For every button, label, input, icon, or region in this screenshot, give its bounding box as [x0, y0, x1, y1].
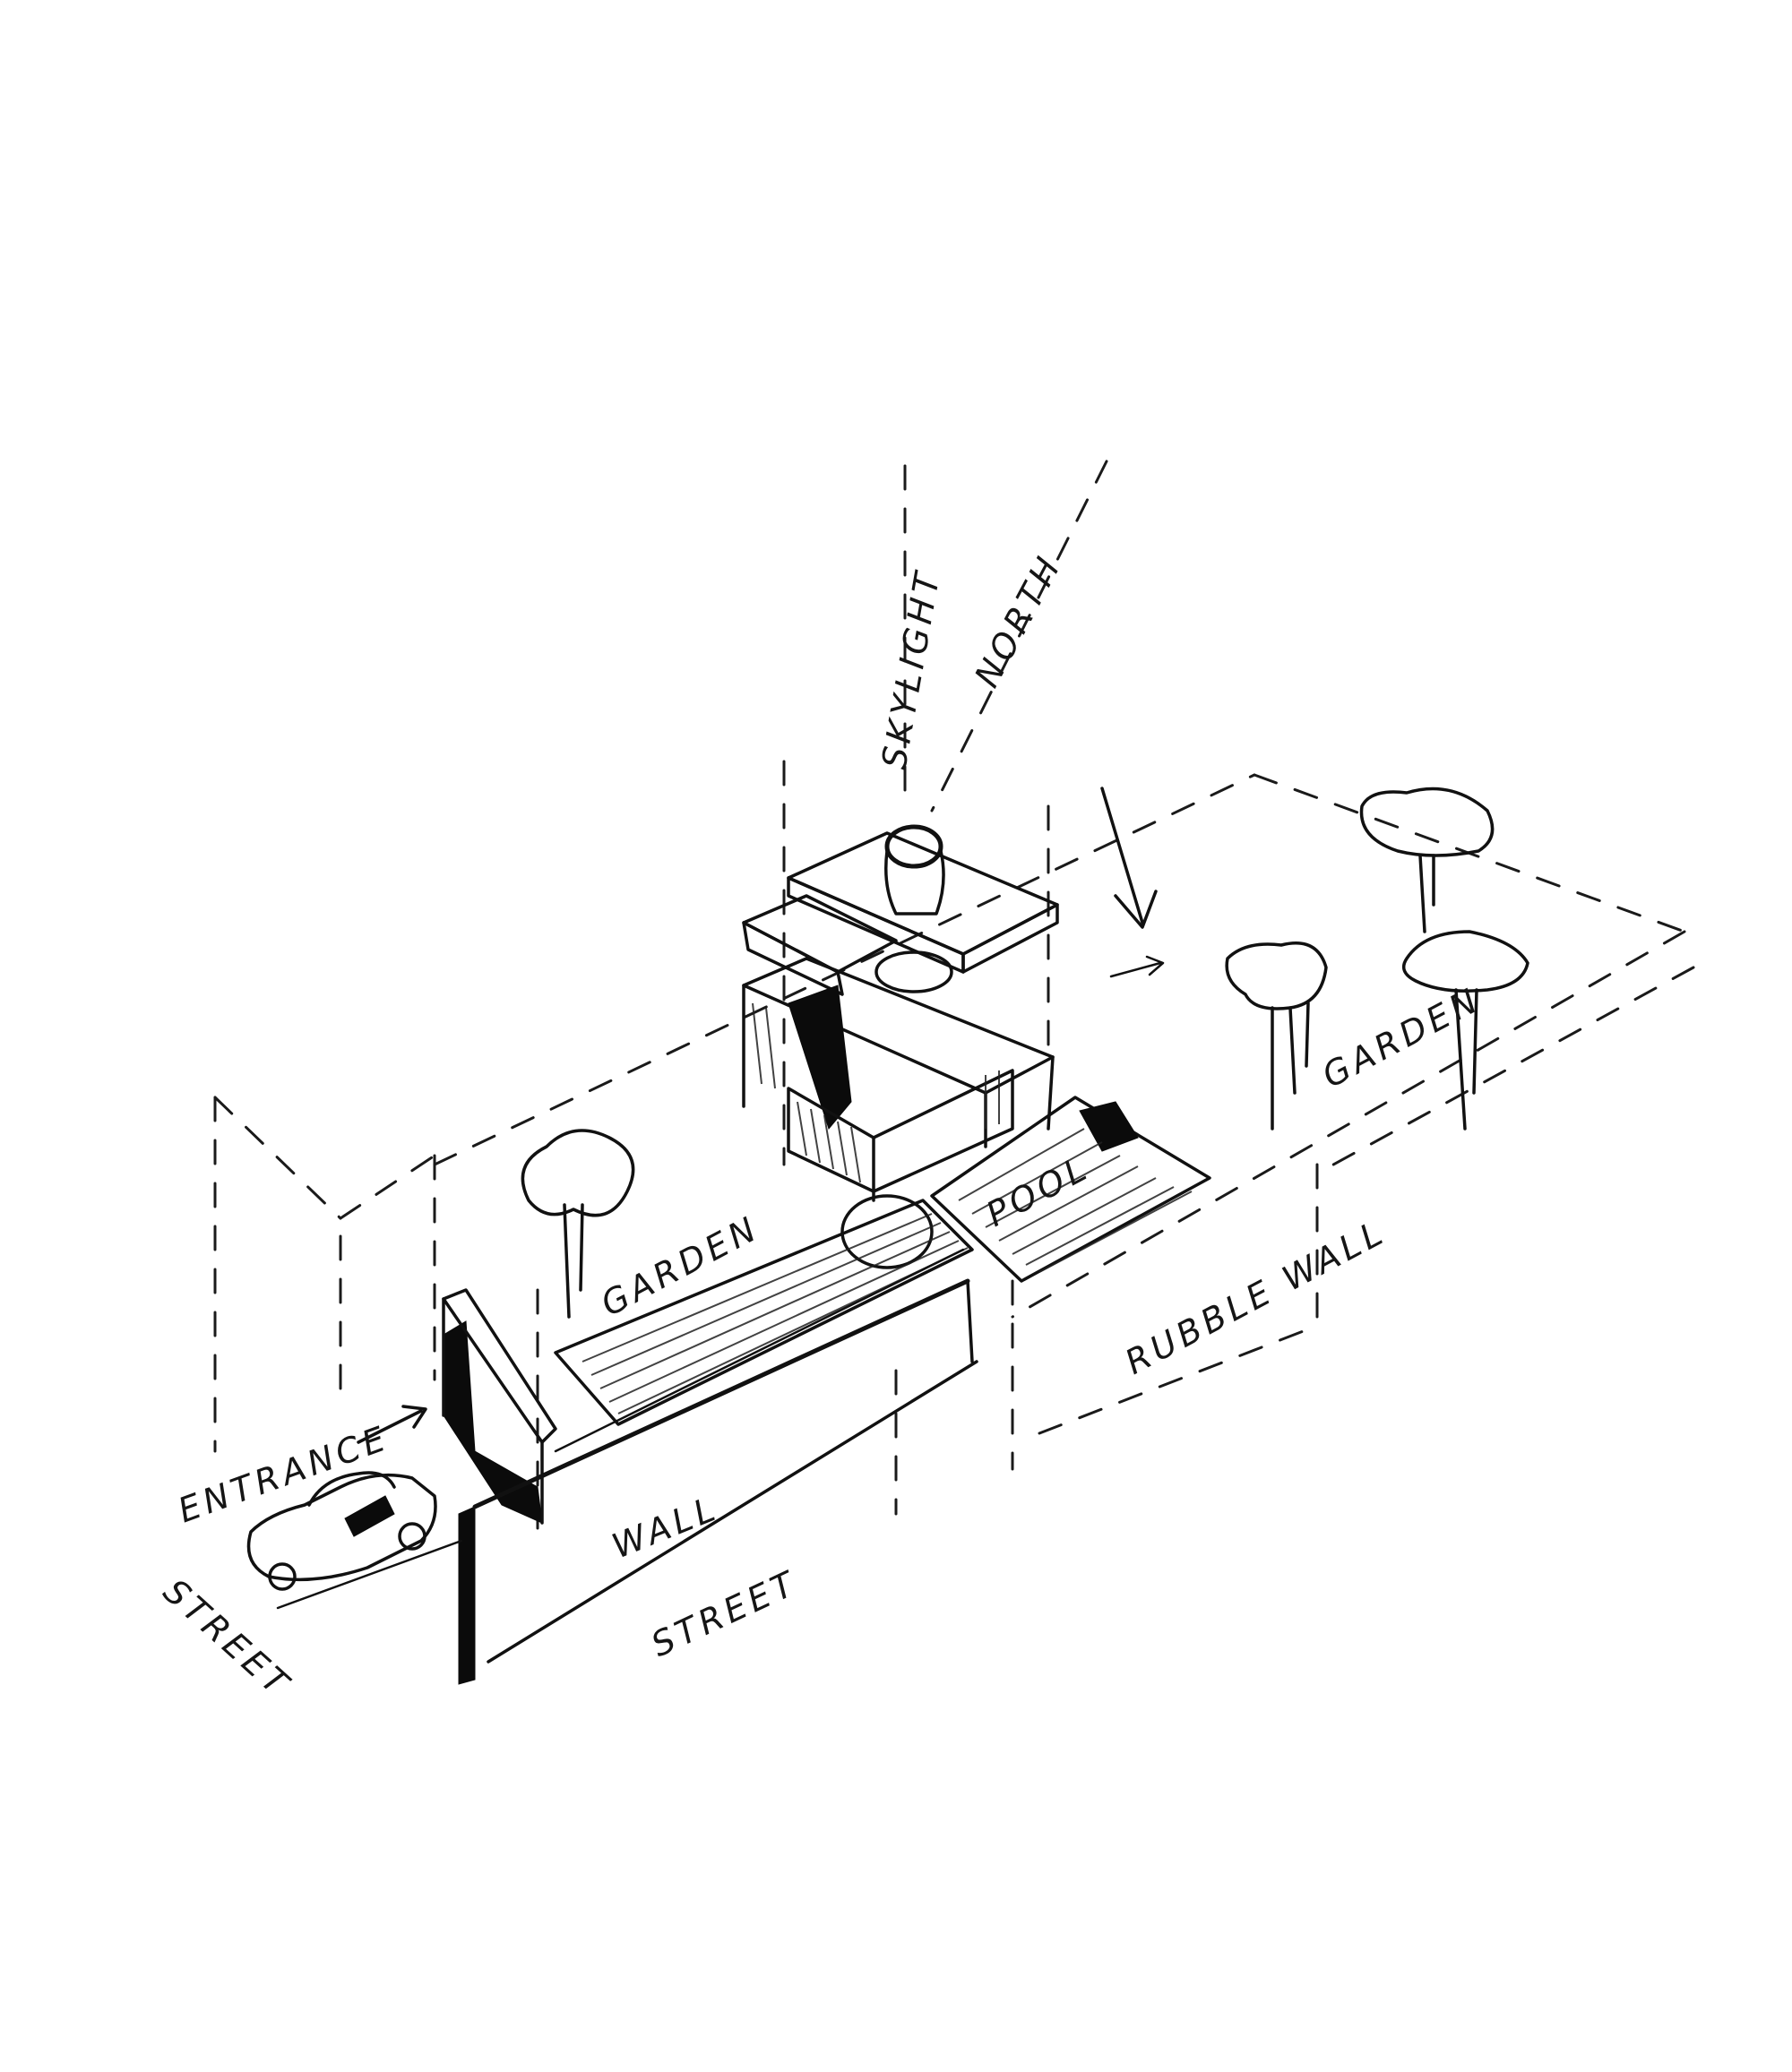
street-wall — [458, 1248, 978, 1685]
site-boundary-dashed — [213, 773, 1695, 1543]
label-north: NORTH — [967, 547, 1070, 693]
house-tower — [742, 787, 1165, 1202]
skylight-dome — [884, 824, 943, 869]
street-wall-end — [458, 1506, 476, 1685]
label-street-wall: STREET — [645, 1562, 804, 1664]
tree-left — [521, 1129, 635, 1319]
garden-strip — [554, 1199, 974, 1426]
label-pool: POOL — [980, 1148, 1097, 1234]
label-street-road: STREET — [156, 1571, 298, 1706]
pool — [840, 1096, 1211, 1283]
skylight-opening — [874, 950, 953, 993]
pool-dark-edge — [1079, 1101, 1139, 1152]
label-skylight: SKYLIGHT — [874, 565, 949, 771]
label-rubble-wall: RUBBLE WALL — [1119, 1212, 1393, 1382]
entrance-dark-face — [443, 1320, 543, 1524]
tower-dark-face — [788, 984, 852, 1131]
guide-lines — [782, 460, 1108, 1166]
tree-right-3 — [1401, 930, 1529, 1131]
entrance-arrow — [357, 1405, 427, 1444]
entrance-block — [442, 1288, 557, 1525]
tree-right-1 — [1225, 941, 1328, 1131]
tree-right-2 — [1359, 787, 1495, 933]
label-garden-left: GARDEN — [595, 1208, 767, 1324]
car — [246, 1471, 463, 1610]
